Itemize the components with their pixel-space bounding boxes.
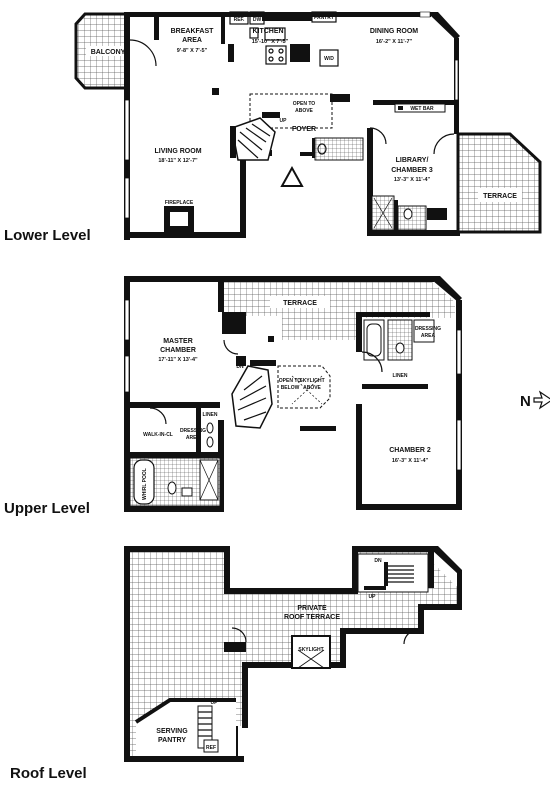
lower-stair [230, 112, 280, 161]
roof-stair [357, 552, 434, 593]
lower-level-labels: BREAKFAST AREA 9'-8" X 7'-5" KITCHEN 15'… [91, 15, 518, 206]
label-dn-roof: DN [374, 558, 382, 564]
label-up-roof: UP [369, 594, 377, 600]
label-foyer: FOYER [292, 126, 316, 133]
lower-level-plan [74, 11, 542, 240]
label-breakfast-area: AREA [182, 37, 202, 44]
label-terrace-lower: TERRACE [483, 193, 517, 200]
lower-windows [124, 11, 459, 219]
label-dressing-right: DRESSING [415, 326, 441, 332]
dim-living: 18'-11" X 12'-7" [158, 158, 198, 164]
label-dressing-left-area: AREA [186, 435, 201, 441]
level-label-upper: Upper Level [4, 500, 90, 517]
level-label-roof: Roof Level [10, 765, 87, 782]
label-library: LIBRARY/ [396, 157, 429, 164]
label-master: MASTER [163, 338, 193, 345]
label-below: BELOW [281, 385, 300, 391]
label-ref-roof: REF [206, 745, 216, 751]
label-whirlpool: WHIRL POOL [142, 468, 148, 500]
label-chamber-3: CHAMBER 3 [391, 167, 433, 174]
label-balcony: BALCONY [91, 49, 126, 56]
upper-stair [231, 360, 276, 429]
roof-level-labels: DN UP PRIVATE ROOF TERRACE SKYLIGHT UP S… [156, 558, 382, 751]
label-skylight-upper: SKYLIGHT [299, 378, 324, 384]
label-terrace-upper: TERRACE [283, 300, 317, 307]
powder-room [314, 137, 364, 161]
upper-windows [124, 299, 462, 471]
label-above: ABOVE [295, 108, 313, 114]
label-dn-upper: DN [236, 364, 244, 370]
serving-pantry [134, 698, 236, 756]
level-label-lower: Lower Level [4, 227, 91, 244]
upper-right-bath [363, 319, 435, 361]
dim-master: 17'-11" X 13'-4" [158, 357, 198, 363]
upper-terrace [220, 282, 455, 340]
label-kitchen: KITCHEN [252, 28, 283, 35]
wet-bar [394, 103, 446, 113]
label-walk-in: WALK-IN-CL [143, 432, 173, 438]
label-linen-left: LINEN [203, 412, 218, 418]
fireplace [158, 198, 200, 232]
master-bath [129, 457, 221, 507]
label-pantry-roof: PANTRY [158, 737, 186, 744]
open-to-above-outline [249, 93, 333, 129]
open-to-below-skylight [277, 365, 331, 409]
label-breakfast: BREAKFAST [171, 28, 215, 35]
label-wd: W/D [324, 56, 334, 62]
label-up: UP [280, 118, 288, 124]
label-dw: DW [253, 17, 262, 23]
roof-skylight [291, 635, 331, 669]
compass-n: N [520, 393, 531, 410]
upper-exterior-walls [124, 276, 462, 512]
library-bath [371, 195, 427, 231]
label-fireplace: FIREPLACE [165, 200, 194, 206]
label-ref: REF. [234, 17, 245, 23]
kitchen-fixtures [229, 11, 339, 67]
upper-level-plan [124, 276, 550, 512]
label-open-to: OPEN TO [293, 101, 316, 107]
label-private: PRIVATE [297, 605, 327, 612]
label-skylight-above: ABOVE [303, 385, 321, 391]
dim-chamber-2: 16'-3" X 11'-4" [392, 458, 429, 464]
dim-breakfast: 9'-8" X 7'-5" [177, 48, 208, 54]
label-living: LIVING ROOM [154, 148, 201, 155]
label-dressing-right-area: AREA [421, 333, 436, 339]
label-serving: SERVING [156, 728, 188, 735]
label-up-pantry: UP [211, 700, 219, 706]
label-chamber-2: CHAMBER 2 [389, 447, 431, 454]
roof-level-plan [124, 546, 462, 762]
dim-library: 13'-3" X 11'-4" [394, 177, 431, 183]
lower-terrace [456, 132, 542, 234]
label-master-chamber: CHAMBER [160, 347, 196, 354]
upper-level-labels: TERRACE MASTER CHAMBER 17'-11" X 13'-4" … [142, 300, 531, 500]
label-linen-right: LINEN [393, 373, 408, 379]
label-pantry: PANTRY [314, 15, 335, 21]
label-open-to-below: OPEN TO [279, 378, 302, 384]
label-skylight-roof: SKYLIGHT [298, 647, 323, 653]
label-dressing-left: DRESSING [180, 428, 206, 434]
dim-dining: 16'-2" X 11'-7" [376, 39, 413, 45]
label-wet-bar: WET BAR [410, 106, 434, 112]
label-roof-terrace: ROOF TERRACE [284, 614, 340, 621]
dim-kitchen: 15'-10" X 7'-5" [252, 39, 289, 45]
entry-triangle [280, 165, 304, 187]
north-arrow [533, 390, 550, 410]
label-dining: DINING ROOM [370, 28, 418, 35]
